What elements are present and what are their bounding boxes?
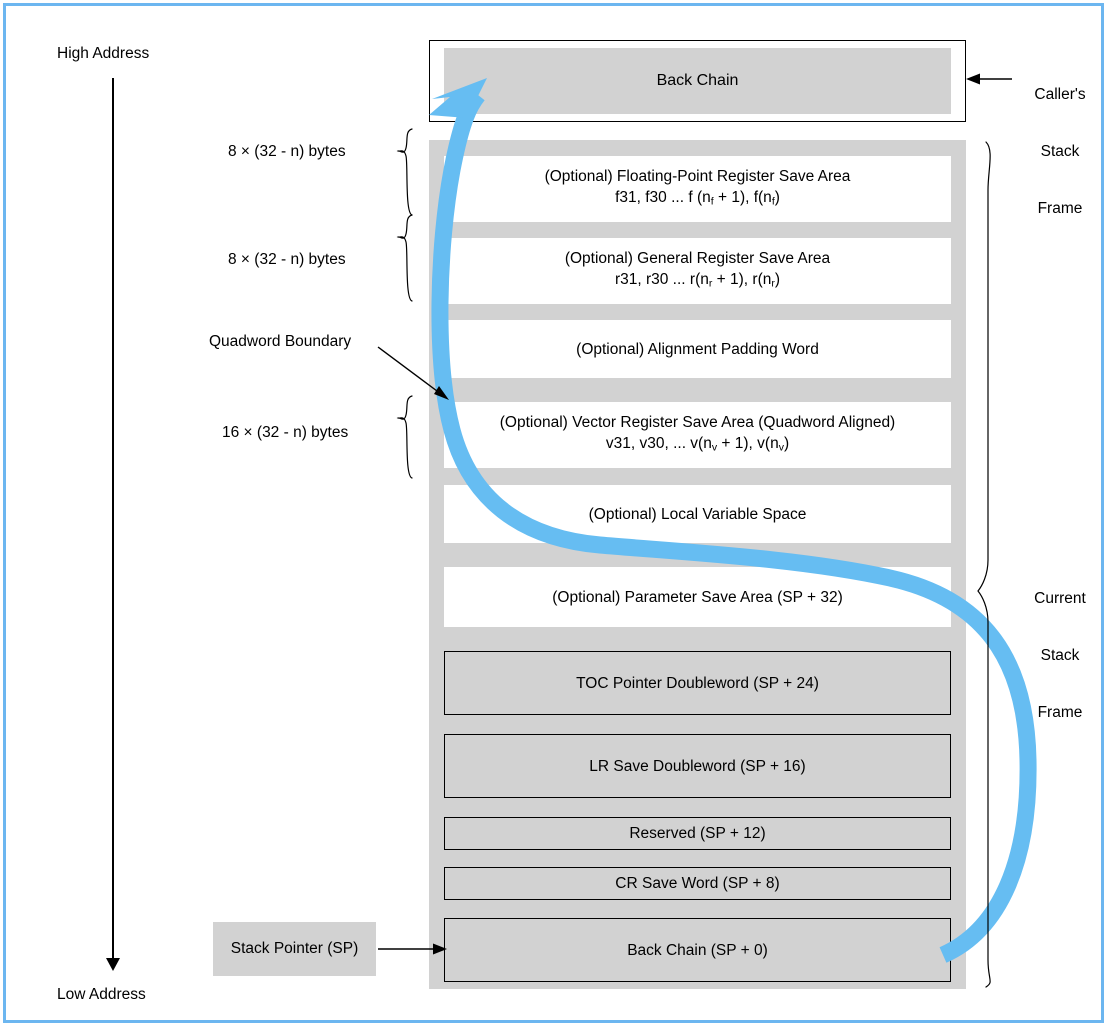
slot-back-chain-sp0: Back Chain (SP + 0)	[444, 918, 951, 982]
slot-vector-register-save: (Optional) Vector Register Save Area (Qu…	[444, 402, 951, 468]
slot-gpr-save: (Optional) General Register Save Area r3…	[444, 238, 951, 304]
slot-line-1: (Optional) Vector Register Save Area (Qu…	[499, 413, 896, 431]
callers-frame-label-line2: Stack	[1040, 143, 1080, 160]
current-stack-frame-label: Current Stack Frame	[1020, 551, 1100, 760]
brace-current-stack-frame	[977, 141, 991, 988]
slot-line-1: LR Save Doubleword (SP + 16)	[589, 757, 806, 775]
current-frame-label-line3: Frame	[1037, 704, 1083, 721]
high-address-label: High Address	[57, 45, 150, 62]
slot-fpr-save: (Optional) Floating-Point Register Save …	[444, 156, 951, 222]
slot-local-variable-space: (Optional) Local Variable Space	[444, 485, 951, 543]
callers-frame-label-line3: Frame	[1037, 200, 1083, 217]
slot-line-2: f31, f30 ... f (nf + 1), f(nf)	[615, 188, 780, 208]
slot-lr-save-doubleword: LR Save Doubleword (SP + 16)	[444, 734, 951, 798]
callers-frame-label-line1: Caller's	[1034, 86, 1086, 103]
stack-pointer-box: Stack Pointer (SP)	[213, 922, 376, 976]
current-frame-label-line2: Stack	[1040, 647, 1080, 664]
slot-line-2: r31, r30 ... r(nr + 1), r(nr)	[614, 270, 781, 290]
brace-fpr	[396, 128, 413, 216]
stack-pointer-label: Stack Pointer (SP)	[230, 940, 359, 957]
quadword-boundary-label: Quadword Boundary	[209, 333, 352, 350]
callers-stack-frame-label: Caller's Stack Frame	[1020, 47, 1100, 256]
current-stack-frame-container: (Optional) Floating-Point Register Save …	[429, 140, 966, 989]
low-address-label: Low Address	[57, 986, 146, 1003]
slot-line-1: (Optional) Parameter Save Area (SP + 32)	[552, 588, 843, 606]
slot-line-1: Back Chain (SP + 0)	[627, 941, 768, 959]
brace-vr	[396, 395, 413, 479]
slot-line-1: (Optional) General Register Save Area	[564, 249, 831, 267]
size-annotation-fpr: 8 × (32 - n) bytes	[228, 143, 346, 160]
brace-gpr	[396, 214, 413, 302]
slot-toc-pointer-doubleword: TOC Pointer Doubleword (SP + 24)	[444, 651, 951, 715]
slot-line-1: (Optional) Alignment Padding Word	[576, 340, 819, 358]
address-axis-arrowhead	[106, 958, 120, 971]
slot-line-1: (Optional) Local Variable Space	[588, 505, 807, 523]
slot-caller-back-chain: Back Chain	[444, 48, 951, 114]
slot-line-1: CR Save Word (SP + 8)	[615, 875, 780, 892]
slot-label: Back Chain	[656, 72, 739, 89]
slot-alignment-padding-word: (Optional) Alignment Padding Word	[444, 320, 951, 378]
current-frame-label-line1: Current	[1034, 590, 1086, 607]
size-annotation-gpr: 8 × (32 - n) bytes	[228, 251, 346, 268]
slot-line-1: Reserved (SP + 12)	[629, 825, 766, 842]
slot-line-1: (Optional) Floating-Point Register Save …	[544, 167, 851, 185]
slot-reserved: Reserved (SP + 12)	[444, 817, 951, 850]
size-annotation-vr: 16 × (32 - n) bytes	[222, 424, 349, 441]
slot-parameter-save-area: (Optional) Parameter Save Area (SP + 32)	[444, 567, 951, 627]
slot-cr-save-word: CR Save Word (SP + 8)	[444, 867, 951, 900]
slot-line-2: v31, v30, ... v(nv + 1), v(nv)	[605, 434, 790, 454]
callers-frame-pointer-arrow	[966, 73, 1012, 85]
slot-line-1: TOC Pointer Doubleword (SP + 24)	[576, 674, 819, 692]
address-axis-line	[112, 78, 114, 963]
